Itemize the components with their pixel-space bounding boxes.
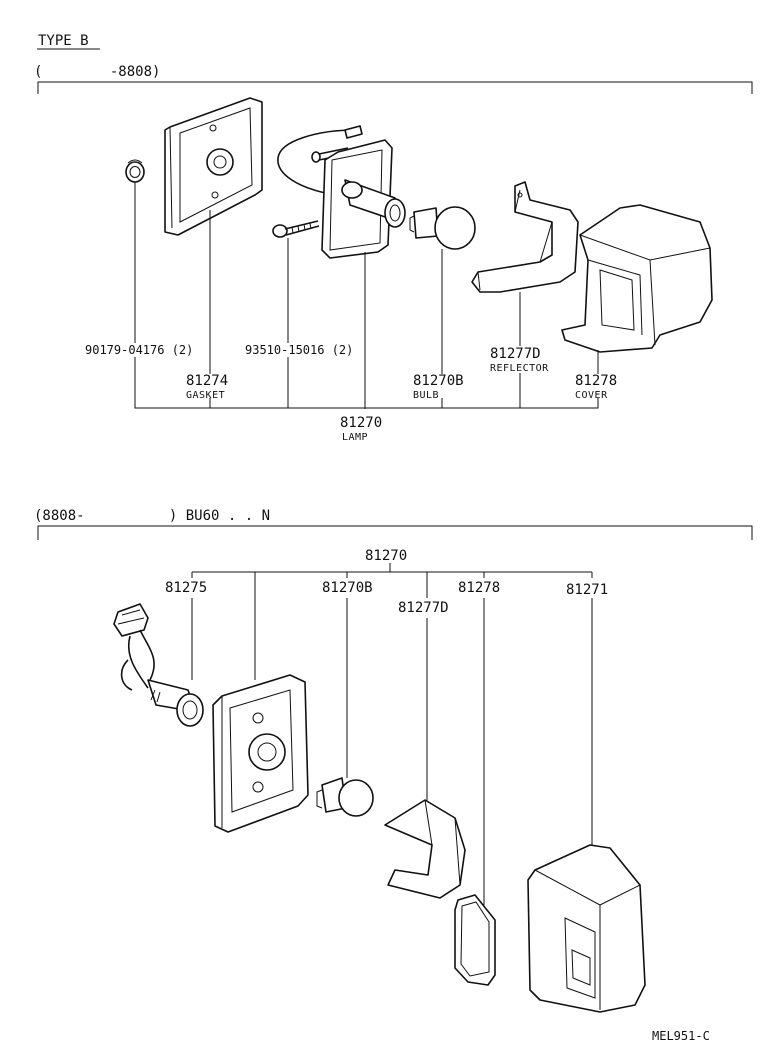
section2-leaders — [191, 563, 593, 905]
nut-icon — [125, 159, 145, 183]
part2-number-81277d: 81277D — [398, 600, 449, 616]
section1-bracket — [37, 81, 753, 94]
assembly-number-81270: 81270 — [340, 415, 382, 431]
cover-icon — [561, 204, 713, 353]
bulb2-icon — [316, 777, 374, 817]
part2-number-81278: 81278 — [458, 580, 500, 596]
part2-number-81271: 81271 — [566, 582, 608, 598]
lens-icon — [454, 894, 496, 986]
section2-range: (8808- ) BU60 . . N — [34, 508, 270, 524]
section2-bracket — [37, 525, 753, 540]
part-name-cover: COVER — [575, 390, 608, 401]
section1-range: ( -8808) — [34, 64, 160, 80]
socket-icon — [277, 125, 406, 259]
part2-number-81275: 81275 — [165, 580, 207, 596]
connector-socket-icon — [113, 603, 204, 727]
lamp-housing-icon — [212, 674, 309, 833]
part-number-90179: 90179-04176 (2) — [85, 343, 193, 357]
type-label: TYPE B — [38, 33, 89, 49]
assembly-name-lamp: LAMP — [342, 432, 368, 443]
cover2-icon — [527, 844, 646, 1013]
part-name-bulb: BULB — [413, 390, 439, 401]
part-number-81277d: 81277D — [490, 346, 541, 362]
part-number-81274: 81274 — [186, 373, 228, 389]
reflector-icon — [471, 181, 579, 293]
part-number-93510: 93510-15016 (2) — [245, 343, 353, 357]
part-number-81270b: 81270B — [413, 373, 464, 389]
reflector2-icon — [384, 799, 466, 899]
bulb-icon — [409, 206, 476, 250]
section1-leaders — [134, 182, 599, 409]
part-name-reflector: REFLECTOR — [490, 363, 549, 374]
footer-code: MEL951-C — [652, 1029, 710, 1043]
part-number-81278: 81278 — [575, 373, 617, 389]
part-name-gasket: GASKET — [186, 390, 225, 401]
part2-number-81270b: 81270B — [322, 580, 373, 596]
assembly2-number-81270: 81270 — [365, 548, 407, 564]
gasket-icon — [164, 97, 263, 236]
